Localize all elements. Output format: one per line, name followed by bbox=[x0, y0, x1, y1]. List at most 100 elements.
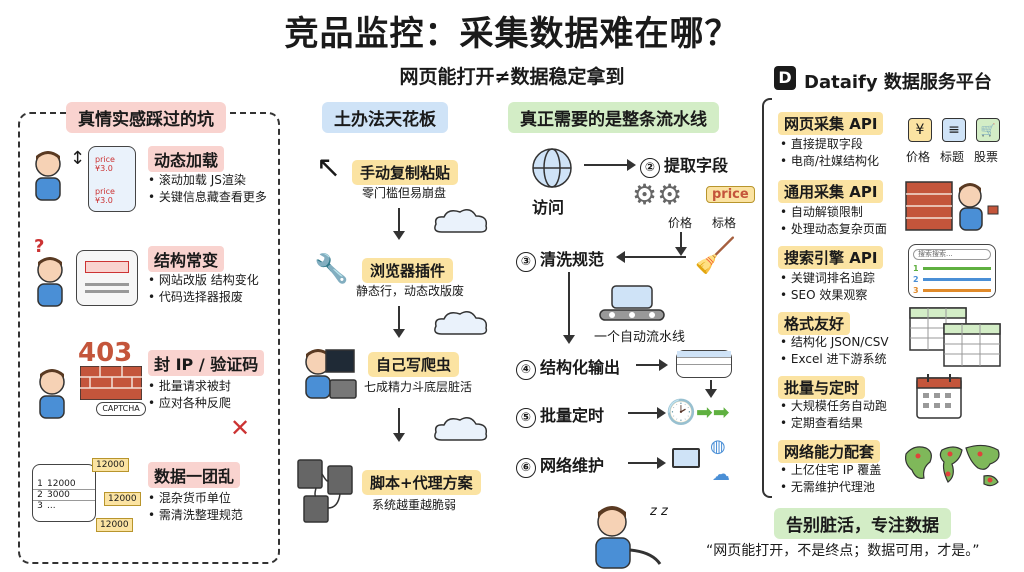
auto-pipeline-note: 一个自动流水线 bbox=[594, 330, 686, 345]
price-tag-1: price ¥3.0 bbox=[95, 155, 115, 173]
search-results-icon: 搜索搜索... 1 2 3 bbox=[908, 244, 996, 298]
cloud-icon bbox=[434, 209, 488, 233]
globe-icon bbox=[532, 148, 572, 188]
service-title-format: 格式友好 bbox=[778, 312, 851, 335]
diy-heading: 土办法天花板 bbox=[322, 102, 448, 133]
worried-person-icon bbox=[35, 151, 61, 201]
pitfall-bullets-structure: 网站改版 结构变化 代码选择器报废 bbox=[148, 272, 259, 306]
service-bullets-search: 关键词排名追踪 SEO 效果观察 bbox=[780, 270, 875, 304]
conveyor-machine-icon bbox=[599, 285, 665, 321]
cross-icon: ✕ bbox=[230, 414, 251, 442]
service-bullets-web: 直接提取字段 电商/社媒结构化 bbox=[780, 136, 879, 170]
price-tag-a: 12000 bbox=[92, 458, 129, 472]
pipeline-arrow-clean bbox=[620, 256, 686, 258]
pitfall-title-messy: 数据一团乱 bbox=[148, 462, 241, 488]
pipeline-visit: 访问 bbox=[532, 198, 565, 217]
diy-step-crawler: 自己写爬虫 bbox=[368, 352, 460, 377]
brick-wall-icon bbox=[80, 366, 142, 400]
page-title: 竞品监控：采集数据难在哪？ bbox=[284, 14, 740, 54]
price-tag-icon: price bbox=[706, 186, 755, 203]
servers-icon bbox=[297, 459, 353, 523]
price-tag-c: 12000 bbox=[96, 518, 133, 532]
cloud-small-icon: ☁ bbox=[712, 464, 730, 485]
clock-icon: 🕑 bbox=[666, 398, 696, 426]
relaxed-person-icon bbox=[595, 506, 662, 569]
diy-desc-crawler: 七成精力斗底层脏活 bbox=[364, 380, 473, 394]
breaking-wall-icon bbox=[905, 181, 999, 231]
scroll-arrows-icon: ↕ bbox=[70, 148, 86, 169]
calendar-icon bbox=[916, 374, 962, 419]
captcha-box: CAPTCHA bbox=[96, 402, 146, 416]
question-mark-icon: ? bbox=[34, 236, 45, 257]
service-title-network: 网络能力配套 bbox=[778, 440, 881, 463]
service-title-web: 网页采集 API bbox=[778, 112, 884, 135]
diy-desc-copy: 零门槛但易崩盘 bbox=[362, 186, 447, 200]
cloud-icon-2 bbox=[434, 311, 488, 335]
blocked-person-icon bbox=[39, 369, 65, 419]
pipeline-arrow-extract bbox=[675, 232, 687, 256]
gear-icon: ⚙⚙ bbox=[632, 178, 683, 211]
diy-step-copy: 手动复制粘贴 bbox=[352, 160, 459, 185]
platform-brand: Dataify 数据服务平台 bbox=[804, 72, 992, 93]
cursor-icon: ↖ bbox=[316, 150, 342, 185]
footer-slogan: 告别脏活，专注数据 bbox=[774, 508, 951, 539]
dataify-logo-icon: D bbox=[774, 66, 796, 90]
service-title-batch: 批量与定时 bbox=[778, 376, 866, 399]
footer-quote: “网页能打开，不是终点；数据可用，才是。” bbox=[706, 543, 980, 559]
platform-bracket bbox=[762, 98, 772, 498]
pipeline-arrow-structured bbox=[636, 359, 668, 371]
extract-label-price: 价格 bbox=[668, 216, 693, 230]
service-bullets-network: 上亿住宅 IP 覆盖 无需维护代理池 bbox=[780, 462, 881, 496]
diy-arrow-2 bbox=[393, 306, 405, 338]
world-map-icon bbox=[905, 444, 1000, 487]
page-subtitle: 网页能打开≠数据稳定拿到 bbox=[399, 66, 625, 88]
pipeline-arrow-visit bbox=[584, 159, 636, 171]
pipeline-arrow-network bbox=[628, 457, 666, 469]
wrench-icon: 🔧 bbox=[314, 252, 349, 285]
messy-table-icon: 1 12000 2 3000 3 ... bbox=[32, 464, 96, 522]
service-bullets-general: 自动解锁限制 处理动态复杂页面 bbox=[780, 204, 887, 238]
search-input: 搜索搜索... bbox=[913, 249, 991, 260]
monitor-icon bbox=[672, 448, 700, 468]
error-403-badge: 403 bbox=[78, 338, 133, 368]
icon-label-price: 价格 bbox=[906, 150, 931, 164]
diy-arrow-1 bbox=[393, 208, 405, 240]
icon-label-title: 标题 bbox=[940, 150, 965, 164]
pitfalls-heading: 真情实感踩过的坑 bbox=[66, 102, 226, 133]
diy-desc-plugin: 静态行，动态改版废 bbox=[356, 284, 465, 298]
price-tag-2: price ¥3.0 bbox=[95, 187, 115, 205]
pipeline-arrow-table bbox=[705, 380, 717, 398]
pitfall-title-dynamic: 动态加载 bbox=[148, 146, 225, 172]
arrow-head-left bbox=[616, 251, 625, 263]
pitfall-bullets-dynamic: 滚动加载 JS渲染 关键信息藏查看更多 bbox=[148, 172, 267, 206]
table-output-icon bbox=[676, 350, 732, 378]
diy-step-plugin: 浏览器插件 bbox=[362, 258, 454, 283]
broom-icon: 🧹 bbox=[694, 236, 737, 276]
globe-small-icon: ◍ bbox=[710, 436, 726, 457]
diy-step-proxy: 脚本+代理方案 bbox=[362, 470, 481, 495]
pitfall-bullets-ip: 批量请求被封 应对各种反爬 bbox=[148, 378, 231, 412]
green-arrows-icon: ➡➡ bbox=[696, 400, 730, 424]
spreadsheet-icon bbox=[909, 307, 1001, 367]
pipeline-arrow-down bbox=[563, 272, 575, 344]
pipeline-heading: 真正需要的是整条流水线 bbox=[508, 102, 719, 133]
service-bullets-batch: 大规模任务自动跑 定期查看结果 bbox=[780, 398, 887, 432]
icon-label-stock: 股票 bbox=[974, 150, 999, 164]
pitfall-title-structure: 结构常变 bbox=[148, 246, 225, 272]
cloud-icon-3 bbox=[434, 417, 488, 441]
service-title-search: 搜索引擎 API bbox=[778, 246, 884, 269]
changing-layout-icon bbox=[76, 250, 138, 306]
pitfall-bullets-messy: 混杂货币单位 需清洗整理规范 bbox=[148, 490, 243, 524]
price-tag-b: 12000 bbox=[104, 492, 141, 506]
service-title-general: 通用采集 API bbox=[778, 180, 884, 203]
price-icon: ¥ bbox=[908, 118, 932, 142]
pitfall-title-ip: 封 IP / 验证码 bbox=[148, 350, 265, 376]
coder-person-icon bbox=[305, 349, 357, 399]
confused-person-icon bbox=[37, 257, 63, 307]
extract-label-tag: 标格 bbox=[712, 216, 737, 230]
diy-desc-proxy: 系统越重越脆弱 bbox=[372, 498, 457, 512]
